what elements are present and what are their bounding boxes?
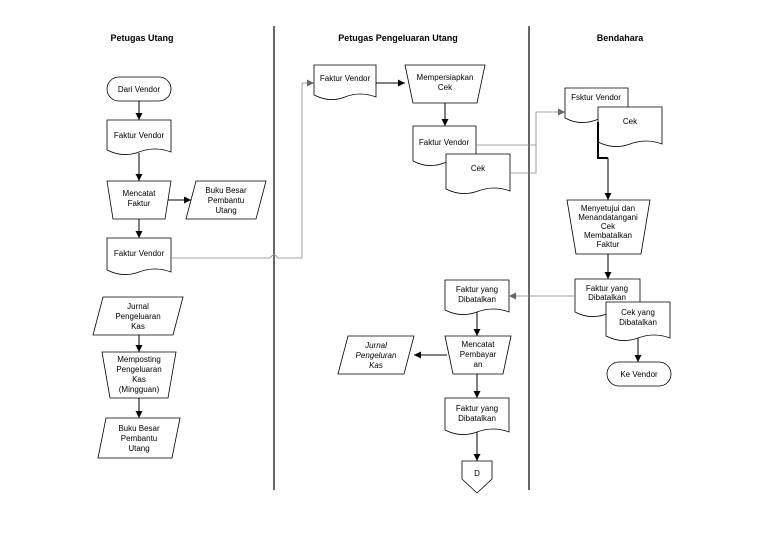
document-faktur-vendor-3-label: Faktur Vendor [320,74,371,83]
menyetujui-label-4: Membatalkan [584,231,632,240]
mencatat-pembayaran-label-2: Pembayar [460,350,497,359]
document-faktur-vendor-2-label: Faktur Vendor [114,249,165,258]
terminator-dari-vendor-label: Dari Vendor [118,85,161,94]
document-faktur-dibatalkan-2 [444,397,510,435]
mencatat-pembayaran-label-1: Mencatat [462,340,496,349]
document-cek-1 [445,153,511,194]
document-faktur-vendor-4-label: Faktur Vendor [419,138,470,147]
document-cek-2-label: Cek [623,117,638,126]
document-cek-2 [597,106,663,147]
journal-jpk-label-2: Pengeluaran [115,312,160,321]
ledger-bbpu-label-2: Pembantu [208,196,244,205]
terminator-ke-vendor [606,361,672,387]
mempersiapkan-label-1: Mempersiapkan [417,73,474,82]
terminator-ke-vendor-label: Ke Vendor [620,370,658,379]
mencatat-faktur-label-2: Faktur [128,199,151,208]
ledger-bbpu-label-1: Buku Besar [205,186,247,195]
faktur-dibatalkan-1-label-1: Faktur yang [456,285,498,294]
manual-op-menyetujui-menandatangani [566,199,651,255]
journal-jpk-label-3: Kas [131,322,145,331]
document-faktur-dibatalkan-1 [444,279,510,315]
menyetujui-label-1: Menyetujui dan [581,204,635,213]
ledger-buku-besar-pembantu-utang-bottom [97,417,181,459]
jurnal-pengeluran-label-2: Pengeluran [356,351,397,360]
ledger-bottom-label-2: Pembantu [121,434,157,443]
document-faktur-vendor-1 [106,119,172,155]
faktur-dibatalkan-3-label-2: Dibatalkan [588,293,626,302]
document-faktur-vendor-2 [106,237,172,275]
mempersiapkan-label-2: Cek [438,83,453,92]
lane-title-petugas-pengeluaran-utang: Petugas Pengeluaran Utang [338,33,458,43]
mencatat-pembayaran-label-3: an [474,360,483,369]
ledger-bbpu-label-3: Utang [215,206,236,215]
document-faktur-vendor-3 [313,64,377,100]
lane-title-bendahara: Bendahara [597,33,645,43]
manual-op-mempersiapkan-cek [404,64,486,104]
manual-op-mencatat-pembayaran [444,335,512,375]
menyetujui-label-3: Cek [601,222,616,231]
memposting-label-2: Pengeluaran [116,365,161,374]
bracket-cek-2 [597,122,608,159]
document-cek-dibatalkan [605,301,671,341]
faktur-dibatalkan-2-label-2: Dibatalkan [458,414,496,423]
lane-title-petugas-utang: Petugas Utang [110,33,173,43]
menyetujui-label-2: Menandatangani [578,213,638,222]
memposting-label-4: (Mingguan) [119,385,160,394]
manual-op-memposting [101,351,177,399]
cek-dibatalkan-label-2: Dibatalkan [619,318,657,327]
menyetujui-label-5: Faktur [597,240,620,249]
document-cek-1-label: Cek [471,164,486,173]
jurnal-pengeluran-label-1: Jurnal [364,341,387,350]
jurnal-pengeluran-label-3: Kas [369,361,383,370]
journal-jurnal-pengeluaran-kas [92,296,184,336]
connector-faktur-4-to-bendahara [476,108,565,146]
document-fsktur-vendor-label: Fsktur Vendor [571,93,621,102]
faktur-dibatalkan-1-label-2: Dibatalkan [458,295,496,304]
memposting-label-1: Memposting [117,355,161,364]
offpage-connector-d [461,460,493,494]
faktur-dibatalkan-2-label-1: Faktur yang [456,404,498,413]
journal-jurnal-pengeluran-kas [337,335,415,375]
mencatat-faktur-label-1: Mencatat [123,189,157,198]
ledger-bottom-label-3: Utang [128,444,149,453]
memposting-label-3: Kas [132,375,146,384]
journal-jpk-label-1: Jurnal [127,302,149,311]
cek-dibatalkan-label-1: Cek yang [621,308,655,317]
document-faktur-vendor-1-label: Faktur Vendor [114,131,165,140]
manual-op-mencatat-faktur [106,180,172,220]
ledger-buku-besar-pembantu-utang [185,180,267,220]
faktur-dibatalkan-3-label-1: Faktur yang [586,284,628,293]
ledger-bottom-label-1: Buku Besar [118,424,160,433]
connector-faktur-vendor-2-to-3 [171,79,314,259]
connector-cek-1-to-bendahara [510,145,537,174]
offpage-connector-d-label: D [474,469,480,478]
